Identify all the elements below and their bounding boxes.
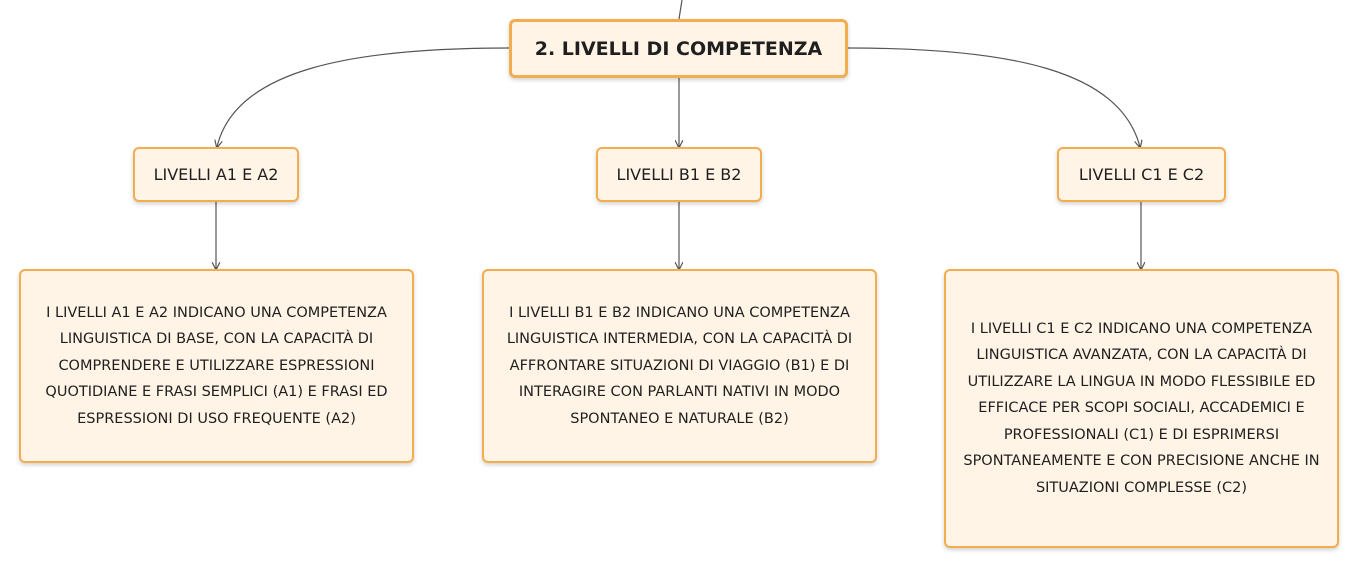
level-c-description: I LIVELLI C1 E C2 INDICANO UNA COMPETENZ…	[963, 320, 1320, 496]
level-c-node[interactable]: LIVELLI C1 E C2	[1057, 147, 1226, 202]
level-b-label: LIVELLI B1 E B2	[616, 165, 742, 184]
level-b-description-node[interactable]: I LIVELLI B1 E B2 INDICANO UNA COMPETENZ…	[482, 269, 877, 463]
root-node[interactable]: 2. LIVELLI DI COMPETENZA	[509, 19, 848, 78]
level-a-label: LIVELLI A1 E A2	[153, 165, 279, 184]
level-c-label: LIVELLI C1 E C2	[1078, 165, 1205, 184]
level-a-description: I LIVELLI A1 E A2 INDICANO UNA COMPETENZ…	[45, 304, 388, 427]
connector-parent-in	[678, 0, 683, 20]
connector-root-to-c	[847, 47, 1140, 147]
root-node-label: 2. LIVELLI DI COMPETENZA	[534, 37, 823, 60]
level-a-node[interactable]: LIVELLI A1 E A2	[133, 147, 299, 202]
level-c-description-node[interactable]: I LIVELLI C1 E C2 INDICANO UNA COMPETENZ…	[944, 269, 1339, 548]
connector-root-to-a	[217, 47, 510, 147]
level-b-description: I LIVELLI B1 E B2 INDICANO UNA COMPETENZ…	[506, 304, 853, 427]
level-b-node[interactable]: LIVELLI B1 E B2	[596, 147, 762, 202]
level-a-description-node[interactable]: I LIVELLI A1 E A2 INDICANO UNA COMPETENZ…	[19, 269, 414, 463]
